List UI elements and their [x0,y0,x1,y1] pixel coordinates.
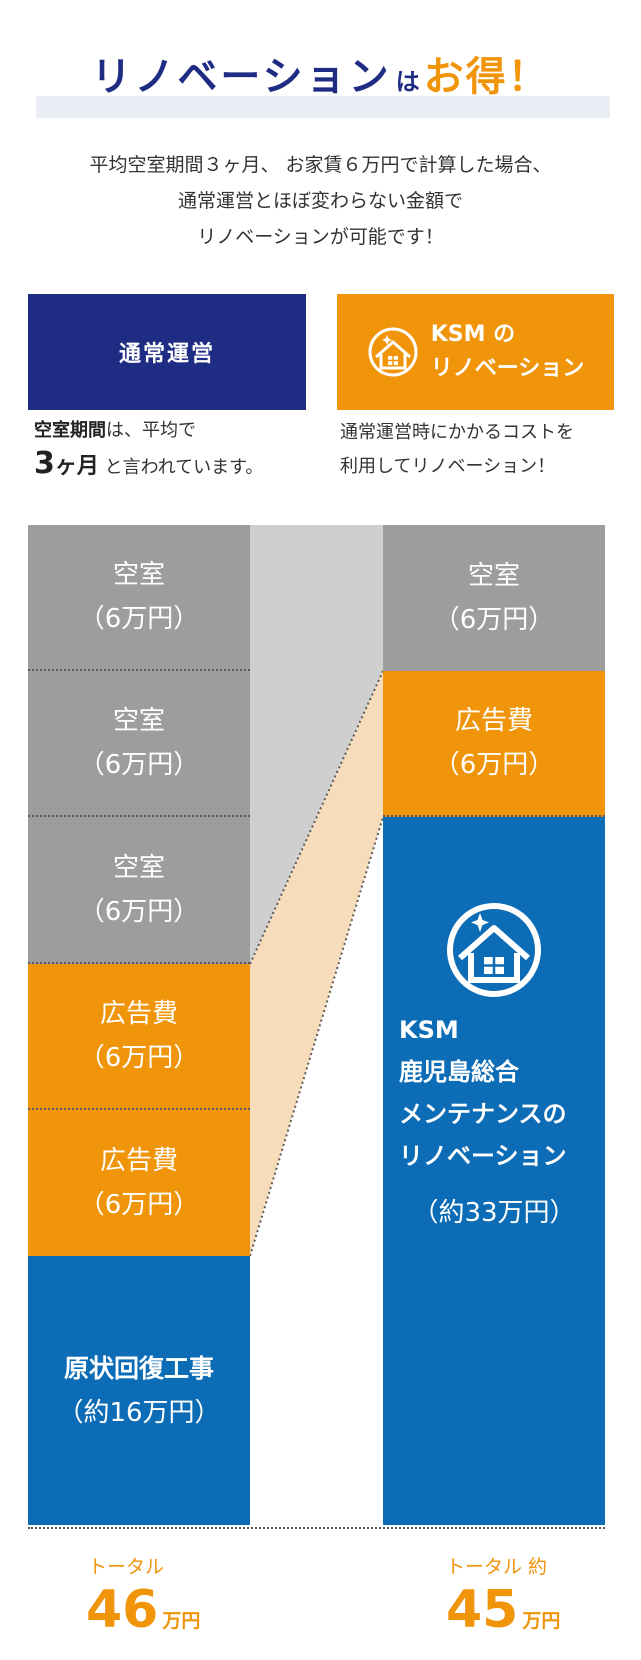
left-desc-unit: ヶ月 [54,454,99,479]
ad-cost-connector-band [250,671,383,1256]
block-label: 空室 [112,706,165,736]
title-part3: お得！ [423,54,550,100]
left-header: 通常運営 [28,294,306,410]
left-desc-line2: 3ヶ月 と言われています。 [34,446,263,481]
block-label: 広告費 [99,1146,178,1176]
right-total-value: 45 [446,1580,519,1640]
right-header: KSM の リノベーション [337,294,614,410]
left-desc-num: 3 [34,446,55,481]
left-block-vacancy-3: 空室 （6万円） [28,817,250,964]
ksm-line-3: メンテナンスの [399,1100,567,1128]
right-header-line2: リノベーション [430,356,585,381]
block-label: 空室 [112,560,165,590]
right-block-ad: 広告費 （6万円） [383,671,605,817]
left-total-value: 46 [86,1580,159,1640]
ksm-line-1: KSM [399,1016,459,1044]
block-sub: （6万円） [78,896,200,927]
block-label: 原状回復工事 [63,1353,214,1383]
ksm-line-4: リノベーション [399,1142,567,1170]
title-part2: は [395,68,420,96]
intro-line-1: 平均空室期間３ヶ月、 お家賃６万円で計算した場合、 [89,154,552,176]
block-label: 空室 [112,852,165,883]
left-total-unit: 万円 [162,1610,201,1632]
left-desc-line1: 空室期間は、平均で [34,416,196,442]
page-title: リノベーションはお得！ [0,44,641,102]
baseline-divider [28,1527,605,1529]
left-block-vacancy-2: 空室 （6万円） [28,671,250,817]
vacancy-connector-band [250,525,383,964]
block-sub: （6万円） [78,750,200,780]
left-block-restoration: 原状回復工事 （約16万円） [28,1256,250,1525]
left-block-ad-2: 広告費 （6万円） [28,1110,250,1256]
left-block-ad-1: 広告費 （6万円） [28,964,250,1110]
block-sub: （6万円） [78,1190,200,1220]
block-label: 広告費 [454,706,533,736]
ksm-sub: （約33万円） [412,1198,576,1228]
title-underline-band [36,96,610,118]
block-sub: （6万円） [78,1043,200,1073]
intro-line-3: リノベーションが可能です！ [197,226,444,248]
block-sub: （6万円） [433,605,555,635]
left-desc-bold: 空室期間 [34,420,106,441]
title-part1: リノベーション [91,54,392,100]
left-desc-rest: は、平均で [106,420,196,441]
right-total-unit: 万円 [522,1610,561,1632]
block-sub: （約16万円） [57,1397,221,1428]
house-sparkle-icon [447,903,541,997]
right-desc-line1: 通常運営時にかかるコストを [340,422,574,443]
left-block-vacancy-1: 空室 （6万円） [28,525,250,671]
right-total-label: トータル 約 [446,1556,548,1578]
block-sub: （6万円） [433,750,555,780]
intro-line-2: 通常運営とほぼ変わらない金額で [177,190,463,212]
block-sub: （6万円） [78,604,200,634]
house-sparkle-icon [368,327,418,377]
right-desc-line2: 利用してリノベーション！ [340,456,556,477]
block-label: 広告費 [99,999,178,1029]
left-desc-rest2: と言われています。 [98,457,264,478]
right-block-ksm-renovation: KSM 鹿児島総合 メンテナンスの リノベーション （約33万円） [383,817,605,1525]
left-total-label: トータル [88,1556,165,1578]
block-label: 空室 [467,561,520,591]
right-block-vacancy: 空室 （6万円） [383,525,605,671]
ksm-line-2: 鹿児島総合 [399,1058,519,1086]
left-header-label: 通常運営 [118,342,215,367]
right-header-line1: KSM の [430,322,516,347]
